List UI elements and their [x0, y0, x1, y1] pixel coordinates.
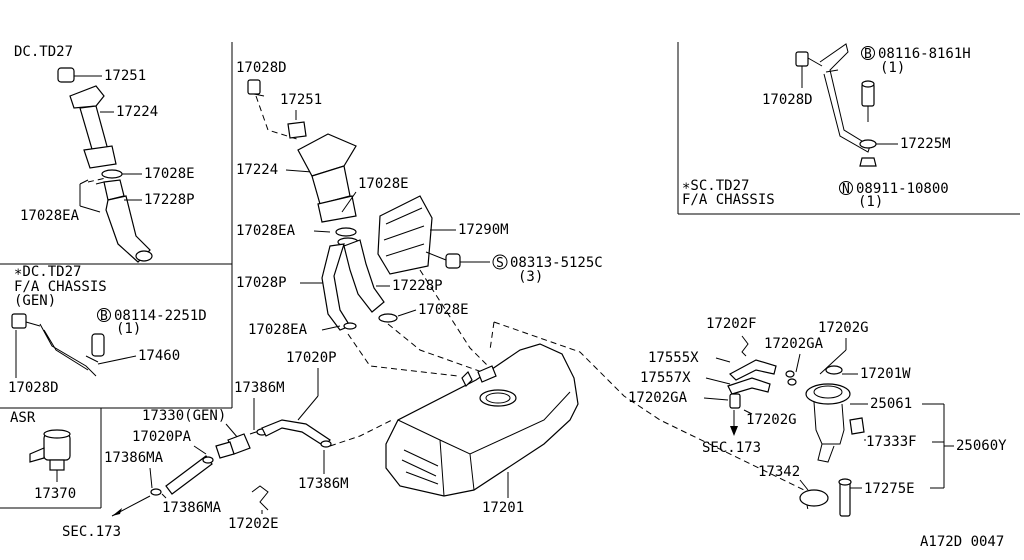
fuel-tank: 17201: [385, 321, 809, 516]
label-17386M-a: 17386M: [234, 380, 285, 396]
breather-hose-part: [321, 243, 351, 331]
label-17201W: 17201W: [860, 366, 911, 382]
fuel-hose-part: [165, 455, 213, 495]
filler-neck-main: [297, 133, 357, 177]
label-sec173-a: SEC.173: [62, 524, 121, 540]
panel-dc-td27: DC.TD27 17251 17224 17028E 17228P 17028E…: [14, 44, 195, 263]
panel-sc-td27-fa-chassis: 17028D B 08116-8161H (1) 17225M ∗SC.TD27…: [682, 43, 971, 210]
bolt-symbol-icon: [97, 308, 111, 322]
label-17386MA-b: 17386MA: [162, 500, 222, 516]
label-17370: 17370: [34, 486, 76, 502]
label-17202G-b: 17202G: [746, 412, 797, 428]
panel-title-sc-td27-1: ∗SC.TD27: [682, 178, 749, 194]
label-08116-8161H: 08116-8161H: [878, 46, 971, 62]
label-17028E-c: 17028E: [418, 302, 469, 318]
vent-hose-part: [729, 359, 777, 381]
fuel-tank-body: [385, 343, 579, 497]
tank-filler-opening: [479, 389, 517, 407]
label-17342: 17342: [758, 464, 800, 480]
label-17028EA-a: 17028EA: [20, 208, 80, 224]
label-25061: 25061: [870, 396, 912, 412]
label-17202GA-a: 17202GA: [764, 336, 824, 352]
label-17290M: 17290M: [458, 222, 509, 238]
filler-hose-main: [343, 239, 385, 313]
fuel-cap-part: [57, 67, 75, 83]
panel-title-dc-td27-fa-2: F/A CHASSIS: [14, 279, 107, 295]
arrow-down-icon: [730, 426, 738, 436]
diagram-code: A172D 0047: [920, 534, 1004, 550]
label-sec173-b: SEC.173: [702, 440, 761, 456]
symbol-b-2: B: [864, 47, 872, 62]
label-17202E: 17202E: [228, 516, 279, 532]
fuel-line-assembly: 17020P 17386M 17330(GEN) 17386M 17020PA …: [62, 350, 393, 540]
gauge-unit-flange: [805, 383, 851, 405]
panel-title-asr: ASR: [10, 410, 36, 426]
label-17202F: 17202F: [706, 316, 757, 332]
panel-asr: ASR 17370: [10, 410, 76, 502]
fuel-gauge-unit-assembly: 17202F 17202G 17202GA 17555X 17557X 1720…: [628, 316, 1007, 517]
label-17028D-c: 17028D: [762, 92, 813, 108]
arrow-icon: [112, 508, 122, 516]
bolt-symbol-icon: [861, 46, 875, 60]
symbol-b-1: B: [100, 309, 108, 324]
sender-unit-part: [849, 417, 865, 435]
label-17251-b: 17251: [280, 92, 322, 108]
label-17020PA: 17020PA: [132, 429, 192, 445]
label-17224-b: 17224: [236, 162, 278, 178]
filler-protector-part: [377, 195, 433, 275]
label-17225M: 17225M: [900, 136, 951, 152]
label-17202GA-b: 17202GA: [628, 390, 688, 406]
label-17224-a: 17224: [116, 104, 158, 120]
label-25060Y: 25060Y: [956, 438, 1007, 454]
label-17028D-a: 17028D: [8, 380, 59, 396]
label-17460: 17460: [138, 348, 180, 364]
panel-dc-td27-fa-chassis: ∗DC.TD27 F/A CHASSIS (GEN) B 08114-2251D…: [8, 264, 207, 396]
label-17202G-a: 17202G: [818, 320, 869, 336]
gasket-part: [799, 489, 829, 507]
label-17028E-b: 17028E: [358, 176, 409, 192]
label-17028D-b: 17028D: [236, 60, 287, 76]
label-17330-gen: 17330(GEN): [142, 408, 226, 424]
label-08114-2251D: 08114-2251D: [114, 308, 207, 324]
label-17020P: 17020P: [286, 350, 337, 366]
label-17028E-a: 17028E: [144, 166, 195, 182]
label-08911-10800: 08911-10800: [856, 181, 949, 197]
bolt-part: [91, 333, 105, 357]
screw-symbol-icon: [492, 254, 508, 270]
panel-title-sc-td27-2: F/A CHASSIS: [682, 192, 775, 208]
nut-symbol-icon: [839, 181, 853, 195]
panel-frames: [0, 42, 1020, 509]
panel-title-dc-td27-fa-1: ∗DC.TD27: [14, 264, 81, 280]
filler-neck-flange: [69, 85, 105, 109]
panel-title-dc-td27-fa-3: (GEN): [14, 293, 56, 309]
label-08313-qty: (3): [518, 269, 543, 285]
symbol-n: N: [842, 182, 850, 197]
label-17386MA-a: 17386MA: [104, 450, 164, 466]
label-17386M-b: 17386M: [298, 476, 349, 492]
label-08116-qty: (1): [880, 60, 905, 76]
label-17555X: 17555X: [648, 350, 699, 366]
label-17557X: 17557X: [640, 370, 691, 386]
panel-title-dc-td27: DC.TD27: [14, 44, 73, 60]
label-17228P-a: 17228P: [144, 192, 195, 208]
main-filler-assembly: 17028D 17251 17224 17028E 17028EA 17290M: [236, 60, 603, 377]
label-08313-5125C: 08313-5125C: [510, 255, 603, 271]
label-08911-qty: (1): [858, 194, 883, 210]
label-17028P: 17028P: [236, 275, 287, 291]
label-17275E: 17275E: [864, 481, 915, 497]
label-17251-a: 17251: [104, 68, 146, 84]
label-17028EA-b: 17028EA: [236, 223, 296, 239]
label-17028EA-c: 17028EA: [248, 322, 308, 338]
label-17201: 17201: [482, 500, 524, 516]
symbol-s: S: [496, 256, 504, 271]
label-08114-qty: (1): [116, 321, 141, 337]
label-17333F: 17333F: [866, 434, 917, 450]
label-17228P-b: 17228P: [392, 278, 443, 294]
